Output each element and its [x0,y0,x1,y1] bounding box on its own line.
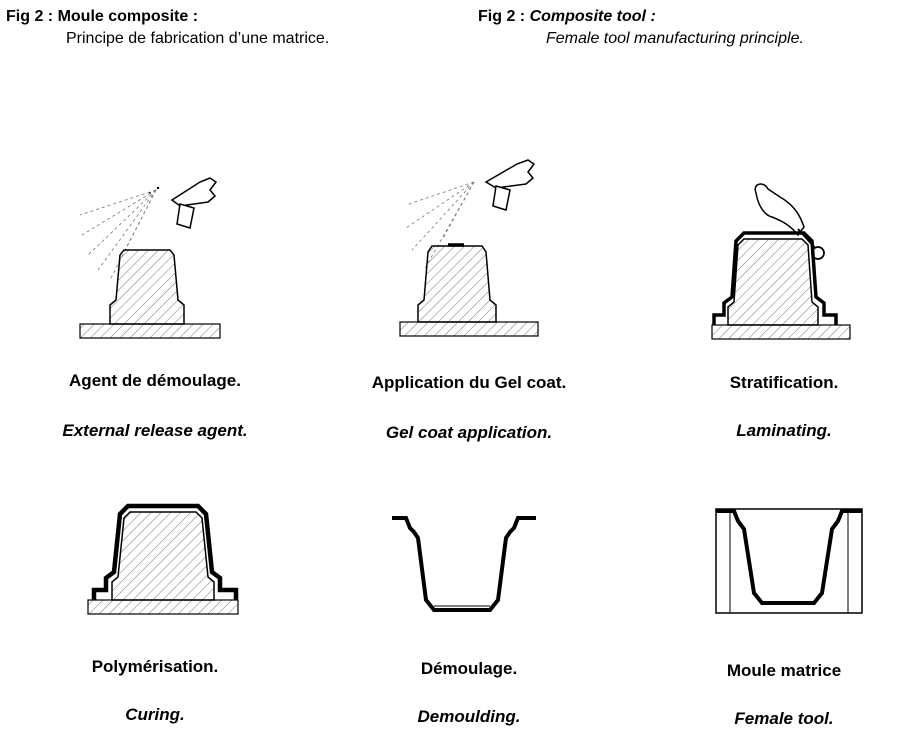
header-english: Fig 2 : Composite tool : Female tool man… [478,6,804,50]
base-plate [79,323,221,339]
step-label-en: Female tool. [734,709,834,728]
step-curing: Polymérisation. Curing. [5,656,305,736]
step-label-fr: Application du Gel coat. [371,373,567,392]
base-plate [87,599,239,615]
spray-mist [79,189,157,281]
step-female-tool: Moule matrice Female tool. [634,660,904,740]
step-label-en: External release agent. [62,421,248,440]
step-label-fr: Stratification. [729,373,839,392]
support-frame [715,508,863,614]
figure-number: Fig 2 : [6,8,54,25]
cured-laminate [91,503,239,600]
master-model [417,245,497,323]
master-model [727,238,819,326]
base-plate [711,324,851,340]
figure-title: Moule composite : [57,8,199,25]
release-agent-illustration [79,177,221,339]
step-label-fr: Agent de démoulage. [69,371,241,390]
step-label-en: Curing. [125,705,185,724]
step-label-fr: Moule matrice [726,661,842,680]
step-label-en: Demoulding. [417,707,521,726]
spray-gun-icon [484,159,536,211]
step-demoulding: Démoulage. Demoulding. [319,658,619,738]
figure-title: Composite tool : [529,8,656,25]
step-label-fr: Polymérisation. [91,657,219,676]
step-laminating: Stratification. Laminating. [634,372,904,452]
step-label-en: Laminating. [736,421,832,440]
female-shell [392,516,536,612]
figure-number: Fig 2 : [478,8,526,25]
figure-subtitle: Female tool manufacturing principle. [546,30,804,47]
female-tool-illustration [715,508,863,614]
master-model [109,249,185,325]
step-gel-coat: Application du Gel coat. Gel coat applic… [319,372,619,452]
laminate-layer [712,231,838,325]
laminating-illustration [711,183,851,340]
base-plate [399,321,539,337]
header-french: Fig 2 : Moule composite : Principe de fa… [6,6,329,50]
step-release-agent: Agent de démoulage. External release age… [5,370,305,450]
step-label-fr: Démoulage. [420,659,518,678]
master-model [111,511,215,601]
demoulding-illustration [392,516,536,612]
gel-coat-illustration [399,159,539,337]
curing-illustration [87,503,239,615]
female-mould [716,509,862,605]
step-label-en: Gel coat application. [385,423,553,442]
figure-subtitle: Principe de fabrication d’une matrice. [66,30,330,47]
spray-gun-icon [149,177,218,229]
